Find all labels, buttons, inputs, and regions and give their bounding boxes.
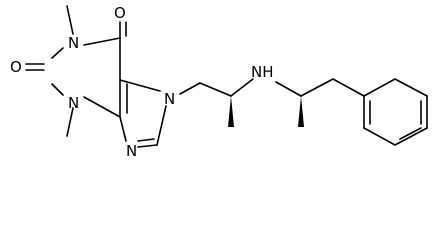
atom-o-c6: O	[114, 4, 126, 22]
structure-diagram: O O N N N N NH	[10, 4, 428, 160]
phenyl-bond-3	[394, 127, 428, 146]
c8-n9-double-bond	[137, 138, 155, 142]
ch-nh-bond	[230, 78, 254, 97]
wedge-bond-methyl-2	[298, 96, 304, 127]
c8-n9-bond	[137, 144, 158, 148]
c5-n7-bond	[119, 79, 161, 92]
nh-ch-bond	[275, 81, 302, 97]
n3-c4-bond	[83, 96, 121, 118]
n1-c2-bond	[51, 47, 64, 59]
molecule-drawing: O O N N N N NH	[10, 4, 428, 160]
n7-c8-bond	[156, 105, 167, 146]
n9-c4-bond	[119, 116, 127, 142]
atom-n9: N	[126, 142, 137, 160]
atom-nh: NH	[251, 63, 274, 81]
c6-n1-bond	[83, 37, 121, 46]
atom-n1: N	[68, 34, 79, 52]
phenyl-bond-2	[363, 127, 396, 146]
phenyl-bond-5	[394, 78, 428, 97]
wedge-bond-methyl-1	[228, 96, 234, 127]
n1-methyl-bond	[66, 5, 74, 35]
atom-n3: N	[68, 94, 79, 112]
atom-n7: N	[164, 90, 175, 108]
n3-methyl-bond	[66, 107, 74, 137]
ch2-ch-bond	[199, 82, 232, 97]
atom-o-c2: O	[10, 58, 22, 76]
ch-ch2-benzyl-bond	[300, 78, 334, 97]
c2-n3-bond	[51, 83, 64, 96]
phenyl-bond-6	[363, 78, 396, 97]
phenyl-inner-bond-3	[399, 127, 422, 140]
ch2-phenyl-bond	[332, 78, 365, 97]
n7-ch2-bond	[179, 82, 201, 95]
